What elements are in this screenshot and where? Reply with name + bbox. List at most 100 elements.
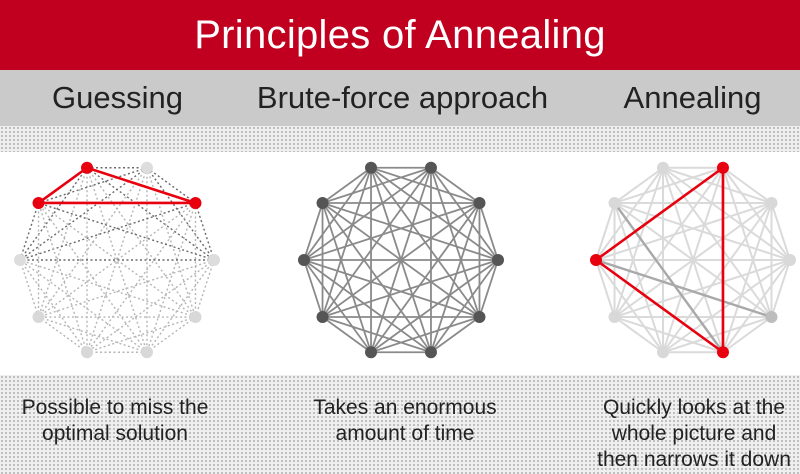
graph-edge (722, 202, 773, 353)
graph-node (424, 161, 437, 174)
graph-edge (321, 202, 372, 353)
graph-edge (722, 316, 773, 354)
graph-edge-strong (595, 258, 772, 319)
graph-edge (430, 167, 481, 204)
graph-edge (37, 167, 88, 318)
graph-edge (37, 202, 148, 353)
caption-guessing-line-2: optimal solution (42, 422, 188, 445)
graph-edge (86, 202, 197, 353)
dotted-band-bottom (0, 375, 800, 474)
graph-edge (770, 202, 791, 261)
graph-edge (86, 316, 196, 353)
graph-edge (38, 167, 148, 204)
graph-edge (37, 202, 88, 353)
graph-edge (370, 259, 499, 353)
graph-node (208, 254, 220, 266)
graph-edge (303, 259, 432, 353)
graph-node (608, 196, 621, 209)
title-bar: Principles of Annealing (0, 0, 800, 70)
graph-node (657, 161, 670, 174)
caption-brute-force-line-2: amount of time (335, 422, 475, 445)
graph-edge (303, 167, 432, 261)
graph-edge (86, 167, 215, 261)
page-title: Principles of Annealing (194, 12, 606, 57)
graph-edge (595, 259, 664, 353)
network-diagrams (14, 161, 796, 359)
caption-brute-force-line-1: Takes an enormous (313, 396, 497, 419)
graph-edge (19, 259, 148, 353)
graph-edge (303, 259, 480, 318)
graph-edge (595, 202, 772, 261)
caption-guessing: Possible to miss the optimal solution (0, 395, 230, 447)
graph-node (316, 311, 329, 324)
graph-node (316, 196, 329, 209)
graph-edge (370, 167, 499, 261)
graph-edge (370, 316, 480, 354)
graph-edge (613, 166, 664, 204)
graph-node (365, 346, 378, 359)
guessing-network (14, 161, 220, 359)
graph-edge (38, 259, 215, 318)
graph-edge (722, 167, 773, 318)
graph-edge (38, 202, 196, 318)
graph-edge (38, 316, 88, 353)
highlight-node (189, 196, 202, 209)
graph-edge (303, 259, 324, 318)
graph-edge (194, 259, 215, 318)
graph-node (473, 196, 486, 209)
graph-edge (430, 202, 481, 353)
graph-edge (321, 202, 432, 353)
graph-edge (614, 259, 791, 318)
graph-edge (19, 259, 40, 318)
graph-edge (322, 259, 499, 318)
graph-edge (321, 167, 372, 204)
graph-node (140, 161, 153, 174)
graph-node (784, 254, 796, 266)
graph-edge (19, 202, 40, 261)
graph-edge (86, 167, 148, 353)
graph-edge (770, 259, 791, 318)
graph-edge (614, 316, 724, 354)
graph-edge (37, 167, 148, 318)
graph-edge (19, 167, 148, 261)
graph-edge (146, 167, 197, 318)
graph-edge (478, 259, 499, 318)
caption-annealing-line-3: then narrows it down (597, 448, 791, 471)
graph-edge (86, 167, 148, 353)
highlight-node (32, 196, 45, 209)
highlight-edge (595, 166, 724, 262)
graph-edge (430, 316, 481, 353)
graph-edge (662, 316, 772, 354)
graph-edge (19, 259, 88, 353)
graph-edge (86, 259, 215, 353)
graph-edge (146, 167, 196, 204)
graph-edge (322, 166, 432, 204)
caption-annealing: Quickly looks at the whole picture and t… (588, 395, 800, 473)
graph-edge (146, 316, 196, 353)
heading-brute-force: Brute-force approach (256, 80, 549, 115)
graph-node (365, 161, 378, 174)
graph-edge (38, 202, 196, 318)
graph-edge (146, 167, 215, 261)
graph-edge (321, 316, 372, 353)
graph-edge (322, 202, 499, 261)
highlight-node (81, 161, 94, 174)
graph-edge (662, 166, 791, 261)
graph-edge (322, 316, 432, 354)
graph-node (14, 254, 26, 266)
graph-edge (478, 202, 499, 261)
graph-edge (146, 259, 215, 353)
graph-edge (146, 202, 197, 353)
graph-edge (321, 202, 481, 318)
highlight-edge (595, 258, 724, 354)
graph-edge (19, 202, 196, 261)
graph-edge (38, 316, 148, 353)
graph-node (140, 346, 153, 359)
caption-guessing-line-1: Possible to miss the (21, 396, 209, 419)
annealing-network (590, 161, 796, 359)
graph-edge (303, 259, 372, 353)
graph-edge (613, 316, 664, 354)
graph-edge (303, 202, 324, 261)
caption-annealing-line-2: whole picture and (611, 422, 777, 445)
graph-edge (613, 202, 664, 353)
